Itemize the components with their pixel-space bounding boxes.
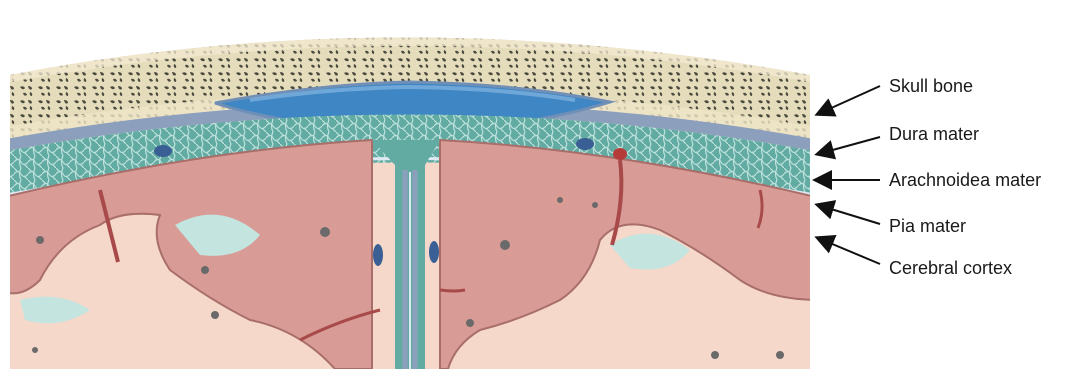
label-arachnoidea-mater: Arachnoidea mater xyxy=(889,170,1041,190)
vessel-section xyxy=(373,244,383,266)
pia-mater-arrow xyxy=(818,205,880,224)
label-pia-mater: Pia mater xyxy=(889,216,966,236)
dura-mater-arrow xyxy=(818,137,880,154)
vessel-section xyxy=(429,241,439,263)
label-cerebral-cortex: Cerebral cortex xyxy=(889,258,1012,278)
blood-vessel xyxy=(440,290,465,291)
label-skull-bone: Skull bone xyxy=(889,76,973,96)
cerebral-cortex-arrow xyxy=(818,238,880,264)
skull-bone-arrow xyxy=(818,86,880,114)
vessel-section xyxy=(154,145,172,157)
vessel-section xyxy=(613,148,627,160)
vessel-section xyxy=(576,138,594,150)
label-dura-mater: Dura mater xyxy=(889,124,979,144)
